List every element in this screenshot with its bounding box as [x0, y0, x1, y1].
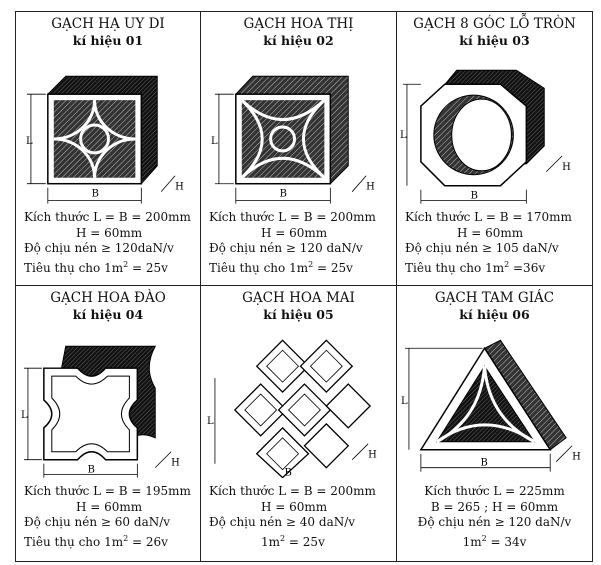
usage-spec: 1m2 = 25v: [261, 533, 325, 549]
brick-title: GẠCH 8 GÓC LỖ TRÒN: [413, 16, 576, 32]
dim-label-l: L: [401, 396, 408, 407]
height-spec: B = 265 ; H = 60mm: [430, 499, 559, 514]
brick-cell-06: GẠCH TAM GIÁC kí hiệu 06 L B H Kích thướ…: [397, 286, 592, 561]
dim-label-l: L: [207, 416, 214, 427]
brick-code: kí hiệu 01: [72, 33, 144, 48]
height-spec: H = 60mm: [261, 499, 328, 514]
brick-title: GẠCH TAM GIÁC: [434, 290, 555, 306]
strength-spec: Độ chịu nén ≥ 105 daN/v: [405, 241, 559, 255]
usage-spec: Tiêu thụ cho 1m2 = 26v: [24, 533, 168, 549]
dim-label-b: B: [481, 458, 488, 469]
size-spec: Kích thước L = B = 200mm: [209, 484, 376, 498]
brick-drawing-05: L B H: [207, 339, 377, 478]
usage-spec: Tiêu thụ cho 1m2 = 25v: [209, 259, 353, 275]
dim-label-b: B: [92, 189, 99, 200]
dim-label-h: H: [366, 182, 375, 193]
dim-label-h: H: [562, 162, 571, 173]
dim-label-h: H: [572, 452, 581, 463]
brick-code: kí hiệu 02: [263, 33, 334, 48]
brick-title: GẠCH HOA THỊ: [243, 16, 354, 32]
size-spec: Kích thước L = B = 200mm: [209, 210, 376, 224]
size-spec: Kích thước L = B = 195mm: [24, 484, 191, 498]
brick-drawing-03: L B H: [400, 69, 571, 204]
strength-spec: Độ chịu nén ≥ 120daN/v: [24, 241, 174, 255]
height-spec: H = 60mm: [457, 225, 524, 240]
dim-label-l: L: [26, 136, 33, 147]
dim-label-b: B: [285, 468, 292, 478]
brick-cell-03: GẠCH 8 GÓC LỖ TRÒN kí hiệu 03 L B H Kích…: [397, 12, 592, 286]
brick-cell-02: GẠCH HOA THỊ kí hiệu 02 L B H Kích thước…: [201, 12, 397, 286]
size-spec: Kích thước L = 225mm: [424, 484, 565, 498]
brick-drawing-02: L B H: [211, 75, 375, 204]
brick-title: GẠCH HOA ĐÀO: [50, 290, 166, 306]
brick-drawing-01: L B H: [26, 75, 184, 204]
brick-title: GẠCH HẠ UY DI: [51, 16, 165, 32]
brick-title: GẠCH HOA MAI: [242, 290, 355, 306]
usage-spec: 1m2 = 34v: [462, 533, 527, 549]
usage-spec: Tiêu thụ cho 1m2 = 25v: [24, 259, 168, 275]
brick-code: kí hiệu 03: [459, 33, 530, 48]
usage-spec: Tiêu thụ cho 1m2 =36v: [405, 259, 546, 275]
height-spec: H = 60mm: [76, 499, 143, 514]
size-spec: Kích thước L = B = 200mm: [24, 210, 191, 224]
dim-label-l: L: [211, 136, 218, 147]
dim-label-l: L: [21, 410, 28, 421]
height-spec: H = 60mm: [76, 225, 143, 240]
brick-drawing-04: L B H: [21, 345, 180, 478]
height-spec: H = 60mm: [261, 225, 328, 240]
dim-label-h: H: [368, 450, 377, 461]
strength-spec: Độ chịu nén ≥ 60 daN/v: [24, 515, 171, 529]
brick-catalog-table: GẠCH HẠ UY DI kí hiệu 01 L B H Kích thướ…: [15, 11, 593, 562]
dim-label-l: L: [400, 130, 407, 141]
dim-label-b: B: [280, 189, 287, 200]
dim-label-h: H: [171, 458, 180, 469]
brick-cell-05: GẠCH HOA MAI kí hiệu 05 L B: [201, 286, 397, 561]
brick-cell-04: GẠCH HOA ĐÀO kí hiệu 04 L B H Kích thước…: [16, 286, 201, 561]
strength-spec: Độ chịu nén ≥ 120 daN/v: [417, 515, 572, 529]
dim-label-b: B: [88, 465, 95, 476]
dim-label-h: H: [175, 182, 184, 193]
strength-spec: Độ chịu nén ≥ 120 daN/v: [209, 241, 363, 255]
strength-spec: Độ chịu nén ≥ 40 daN/v: [209, 515, 356, 529]
brick-code: kí hiệu 04: [72, 307, 144, 322]
dim-label-b: B: [471, 191, 478, 202]
brick-code: kí hiệu 05: [263, 307, 334, 322]
brick-cell-01: GẠCH HẠ UY DI kí hiệu 01 L B H Kích thướ…: [16, 12, 201, 286]
size-spec: Kích thước L = B = 170mm: [405, 210, 572, 224]
brick-drawing-06: L B H: [401, 339, 581, 472]
brick-code: kí hiệu 06: [459, 307, 530, 322]
